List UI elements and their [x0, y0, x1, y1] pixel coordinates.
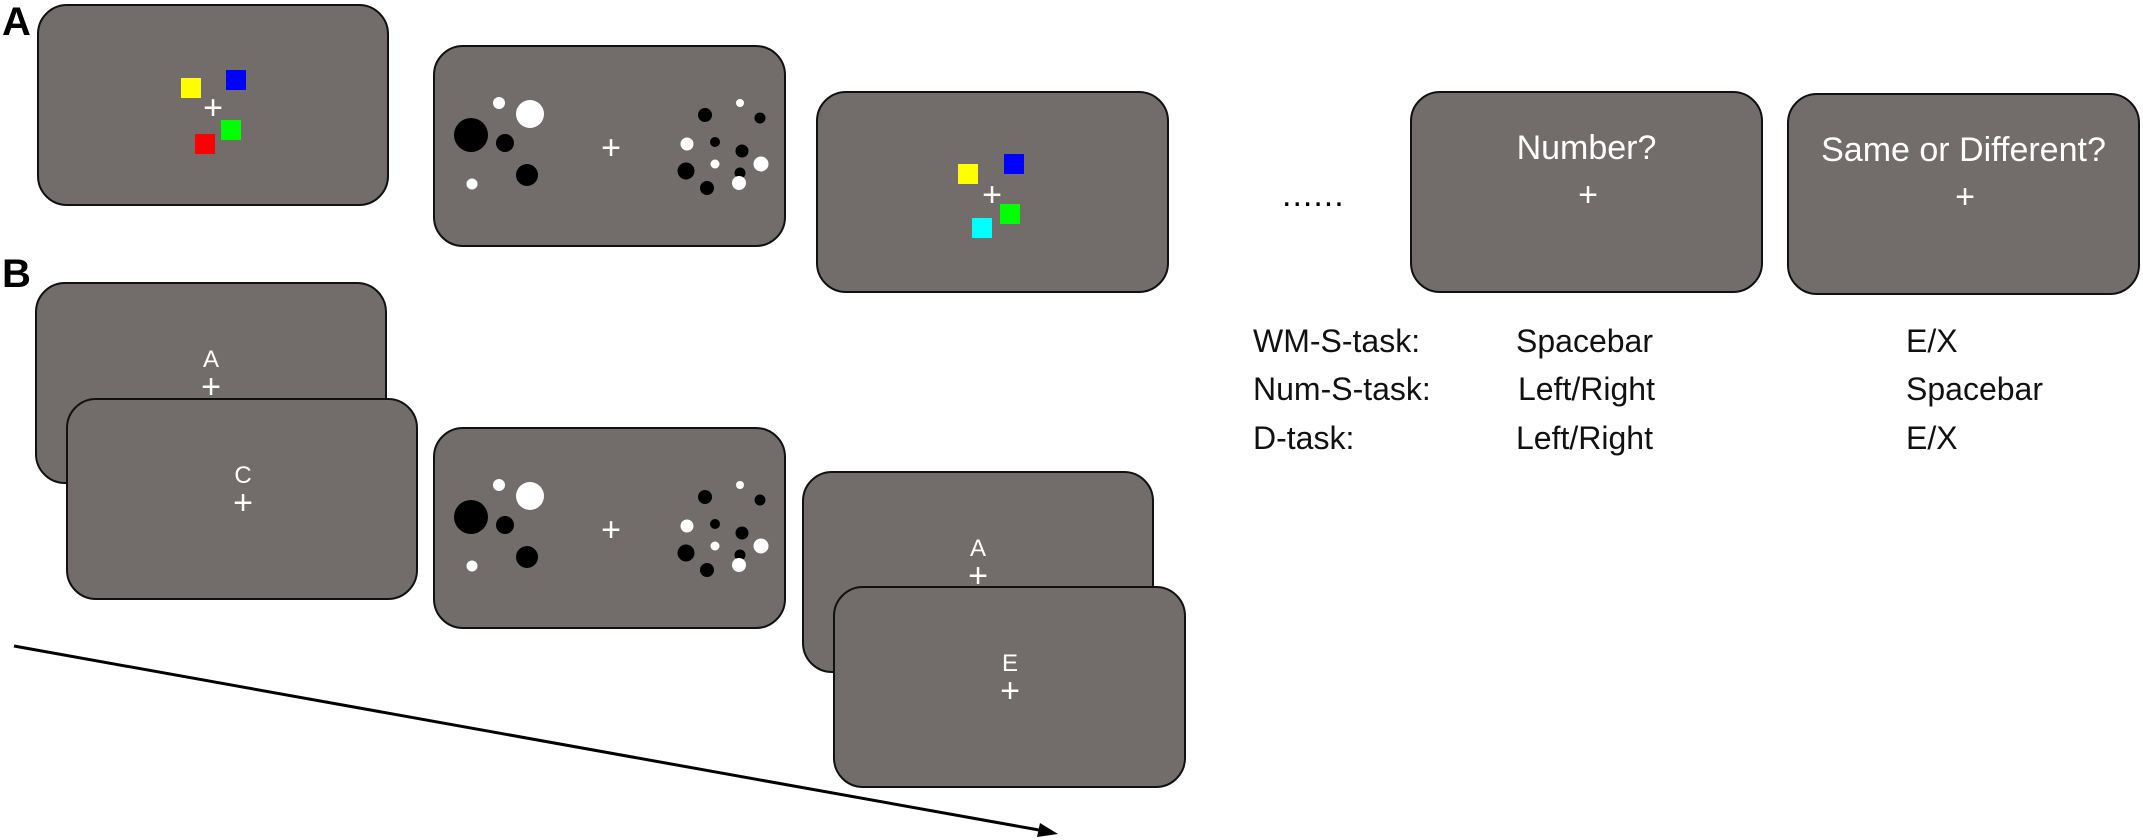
fixation-cross: +	[201, 368, 221, 406]
white-dot	[732, 558, 746, 572]
b-letter-screen-4: E +	[833, 586, 1186, 788]
black-dot	[735, 144, 749, 158]
letter-stimulus: A	[202, 346, 220, 373]
white-dot	[493, 479, 505, 491]
task-label: D-task:	[1253, 420, 1355, 456]
cyan-square	[972, 218, 992, 238]
fixation-cross: +	[203, 89, 223, 127]
fixation-cross: +	[601, 129, 621, 167]
white-dot	[710, 541, 720, 551]
black-dot	[734, 167, 746, 179]
time-arrow-line	[13, 644, 1051, 834]
same-different-response: E/X	[1906, 420, 1958, 456]
a-dot-array-screen: +	[433, 45, 786, 247]
white-dot	[680, 137, 694, 151]
black-dot	[710, 519, 720, 529]
black-dot	[454, 118, 488, 152]
letter-stimulus: A	[969, 535, 987, 562]
same-different-response: E/X	[1906, 323, 1958, 359]
blue-square	[1004, 154, 1024, 174]
black-dot	[496, 516, 514, 534]
black-dot	[677, 162, 695, 180]
b-dot-array-screen: +	[433, 427, 786, 629]
white-dot	[753, 156, 769, 172]
white-dot	[516, 100, 544, 128]
black-dot	[698, 490, 712, 504]
yellow-square	[181, 78, 201, 98]
black-dot	[677, 544, 695, 562]
fixation-cross: +	[233, 484, 253, 522]
white-dot	[710, 159, 720, 169]
black-dot	[700, 181, 714, 195]
fixation-cross: +	[1955, 178, 1975, 216]
number-response: Left/Right	[1518, 371, 1655, 407]
white-dot	[680, 519, 694, 533]
black-dot	[735, 526, 749, 540]
black-dot	[496, 134, 514, 152]
black-dot	[698, 108, 712, 122]
white-dot	[466, 560, 478, 572]
time-arrow-head	[1037, 823, 1058, 837]
same-different-prompt: Same or Different?	[1821, 131, 2106, 169]
ellipsis: ......	[1282, 176, 1345, 214]
green-square	[221, 120, 241, 140]
white-dot	[732, 176, 746, 190]
a-test-array-screen: +	[816, 91, 1169, 293]
black-dot	[754, 112, 766, 124]
white-dot	[493, 97, 505, 109]
white-dot	[753, 538, 769, 554]
white-dot	[736, 99, 744, 107]
task-label: WM-S-task:	[1253, 323, 1421, 359]
black-dot	[754, 494, 766, 506]
number-response: Spacebar	[1516, 323, 1653, 359]
number-question-screen: Number? +	[1410, 91, 1763, 293]
green-square	[1000, 204, 1020, 224]
task-label: Num-S-task:	[1253, 371, 1431, 407]
panel-label-b: B	[2, 252, 31, 296]
black-dot	[710, 137, 720, 147]
blue-square	[226, 70, 246, 90]
white-dot	[736, 481, 744, 489]
b-letter-screen-2: C +	[66, 398, 418, 600]
red-square	[195, 134, 215, 154]
white-dot	[466, 178, 478, 190]
black-dot	[734, 549, 746, 561]
white-dot	[516, 482, 544, 510]
fixation-cross: +	[982, 176, 1002, 214]
fixation-cross: +	[1578, 176, 1598, 214]
fixation-cross: +	[601, 511, 621, 549]
a-memory-array-screen: +	[37, 4, 389, 206]
letter-stimulus: E	[1001, 650, 1019, 677]
black-dot	[516, 546, 538, 568]
same-different-question-screen: Same or Different? +	[1787, 93, 2140, 295]
fixation-cross: +	[1000, 672, 1020, 710]
number-prompt: Number?	[1516, 129, 1657, 167]
black-dot	[454, 500, 488, 534]
fixation-cross: +	[968, 557, 988, 595]
letter-stimulus: C	[234, 462, 252, 489]
black-dot	[700, 563, 714, 577]
yellow-square	[958, 164, 978, 184]
black-dot	[516, 164, 538, 186]
panel-label-a: A	[2, 0, 31, 44]
number-response: Left/Right	[1516, 420, 1653, 456]
same-different-response: Spacebar	[1906, 371, 2043, 407]
